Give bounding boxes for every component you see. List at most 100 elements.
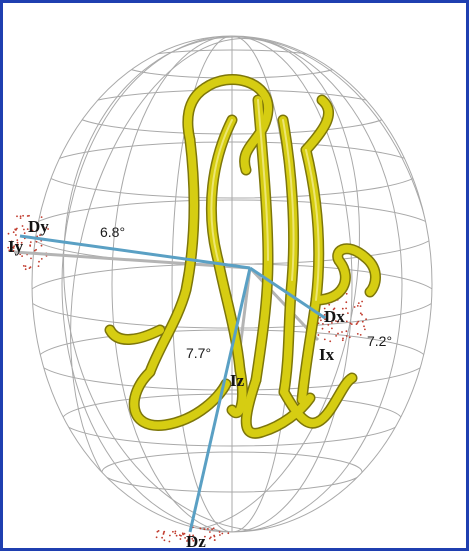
cloud-point — [178, 534, 181, 536]
cloud-point — [342, 313, 344, 316]
cloud-point — [45, 226, 48, 229]
cloud-point — [361, 300, 363, 303]
dy-axis-line — [19, 234, 251, 270]
cloud-point — [155, 536, 158, 539]
cloud-point — [213, 539, 216, 541]
cloud-point — [38, 260, 40, 263]
dz-label: Dz — [186, 532, 206, 551]
cloud-point — [361, 313, 363, 316]
cloud-point — [209, 536, 212, 539]
cloud-point — [359, 312, 362, 315]
cloud-point — [361, 320, 364, 323]
cloud-point — [345, 335, 348, 337]
ix-label: Ix — [319, 345, 335, 364]
cloud-point — [219, 534, 221, 536]
cloud-point — [24, 268, 27, 271]
cloud-point — [22, 214, 24, 217]
cloud-point — [329, 340, 332, 343]
cloud-point — [169, 534, 171, 537]
cloud-point — [204, 535, 206, 538]
cloud-point — [321, 327, 324, 330]
cloud-point — [29, 266, 32, 268]
cloud-point — [19, 215, 22, 218]
iy-axis-line — [13, 250, 251, 270]
dx-axis-line — [249, 266, 326, 320]
cloud-point — [345, 301, 348, 304]
cloud-point — [29, 244, 31, 247]
cloud-point — [336, 320, 339, 323]
cloud-point — [16, 227, 18, 230]
cloud-point — [347, 312, 349, 314]
cloud-point — [364, 328, 366, 331]
cloud-point — [8, 249, 11, 252]
dz-axis-line — [188, 267, 252, 533]
cloud-point — [12, 231, 15, 234]
cloud-point — [332, 311, 335, 314]
sphere-longitude-lines — [61, 36, 432, 532]
cloud-point — [21, 225, 24, 227]
cloud-point — [357, 320, 360, 323]
cloud-point — [341, 307, 344, 310]
cloud-point — [350, 323, 353, 325]
cloud-point — [331, 327, 333, 330]
cloud-point — [162, 533, 165, 535]
cloud-point — [23, 232, 26, 235]
cloud-point — [7, 232, 10, 235]
cloud-point — [221, 532, 224, 535]
cloud-point — [10, 240, 13, 243]
cloud-point — [15, 234, 17, 236]
cloud-point — [172, 530, 174, 533]
cloud-y — [7, 214, 49, 271]
cloud-point — [12, 247, 15, 249]
angle-y-label: 6.8° — [100, 224, 125, 240]
cloud-point — [335, 320, 337, 322]
cloud-point — [17, 243, 19, 246]
cloud-point — [192, 539, 195, 542]
cloud-point — [345, 320, 348, 323]
cloud-point — [30, 257, 32, 260]
cloud-point — [184, 537, 187, 539]
cloud-point — [345, 307, 347, 310]
cloud-point — [183, 532, 186, 535]
cloud-point — [161, 536, 164, 539]
cloud-point — [168, 540, 171, 543]
cloud-point — [348, 336, 351, 339]
cloud-point — [356, 322, 359, 324]
cloud-point — [39, 234, 41, 237]
cloud-point — [175, 534, 178, 537]
cloud-point — [19, 217, 22, 220]
cloud-point — [26, 228, 29, 231]
cloud-point — [13, 245, 16, 248]
cloud-point — [156, 530, 159, 533]
cloud-point — [26, 215, 29, 217]
cloud-point — [317, 334, 320, 336]
cloud-point — [211, 528, 214, 531]
cloud-point — [188, 534, 191, 536]
cloud-point — [363, 325, 365, 328]
cloud-point — [356, 333, 359, 335]
cloud-point — [320, 319, 322, 322]
cloud-point — [209, 531, 211, 533]
cloud-point — [339, 317, 342, 320]
cloud-point — [36, 229, 38, 232]
cloud-point — [353, 306, 356, 308]
cloud-point — [335, 335, 337, 337]
cloud-point — [24, 265, 27, 267]
cloud-point — [327, 324, 330, 326]
dx-label: Dx — [324, 307, 345, 326]
cloud-point — [29, 241, 32, 244]
cloud-point — [40, 258, 43, 260]
angle-x-label: 7.2° — [367, 333, 392, 349]
cloud-point — [331, 322, 333, 324]
cloud-point — [16, 239, 19, 242]
cloud-point — [47, 228, 49, 230]
cloud-point — [359, 334, 362, 336]
cloud-point — [328, 331, 331, 333]
cloud-point — [319, 316, 321, 319]
iz-label: Iz — [230, 371, 245, 390]
cloud-point — [212, 527, 215, 530]
cloud-point — [174, 530, 177, 533]
cloud-point — [21, 255, 23, 257]
cloud-point — [345, 292, 348, 295]
cloud-point — [35, 248, 37, 251]
